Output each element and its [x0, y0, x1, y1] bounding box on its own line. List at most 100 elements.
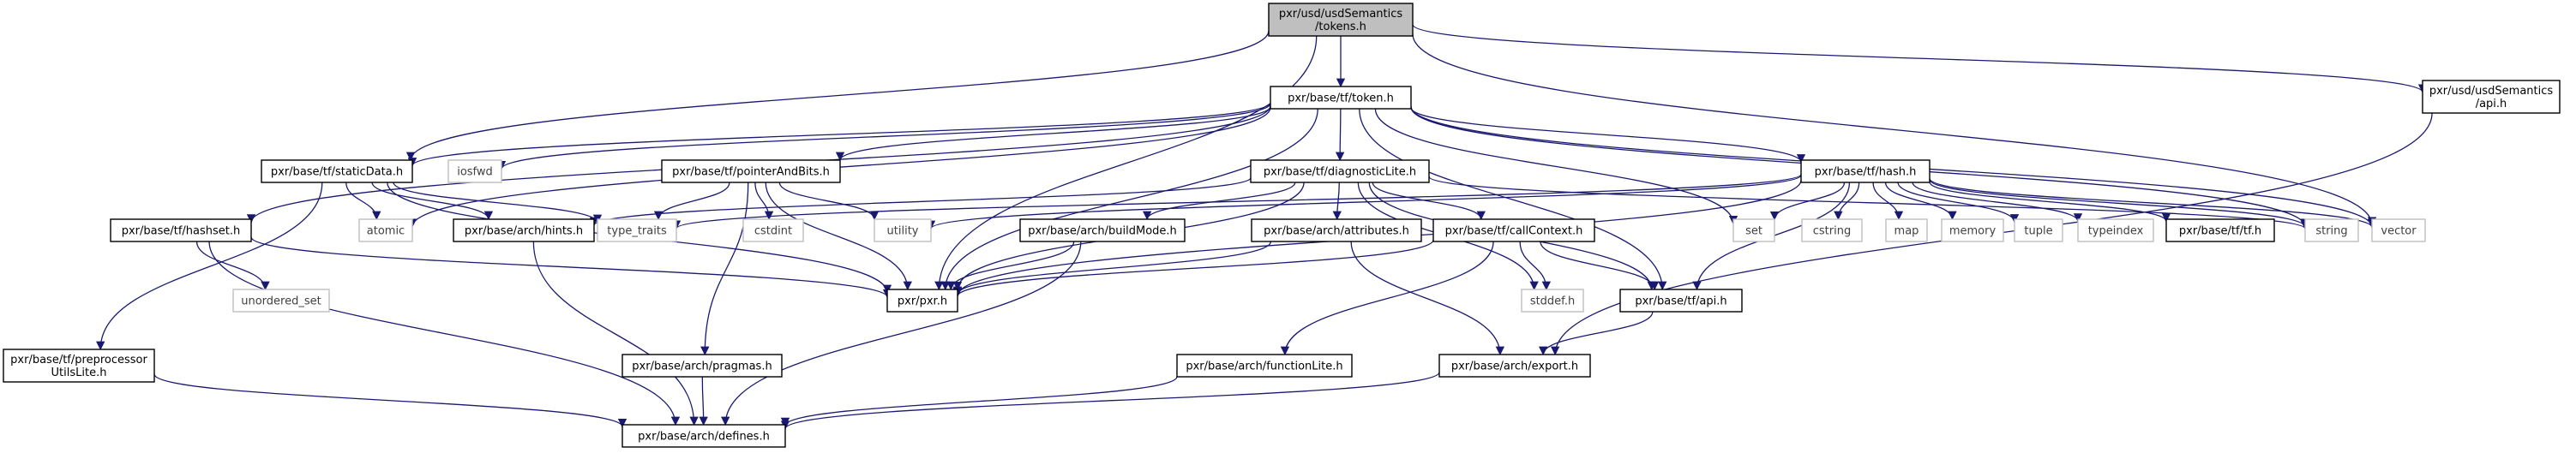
edge-hints-to-defines: [532, 241, 699, 426]
node-label-tokens-1: /tokens.h: [1315, 21, 1366, 33]
node-atomic: atomic: [358, 218, 413, 242]
edge-staticData-to-type_traits: [393, 182, 603, 224]
node-label-usdapi-1: /api.h: [2476, 98, 2507, 110]
node-utility: utility: [874, 218, 932, 242]
node-diagnosticLite[interactable]: pxr/base/tf/diagnosticLite.h: [1250, 159, 1430, 183]
node-type_traits: type_traits: [597, 218, 677, 242]
edge-token-to-tfapi: [1359, 108, 1667, 291]
edge-hash-to-typeindex: [1912, 182, 2083, 223]
node-box-functionLite: [1176, 354, 1353, 378]
node-functionLite[interactable]: pxr/base/arch/functionLite.h: [1176, 354, 1353, 378]
edge-hash-to-tf: [1929, 182, 2171, 223]
node-pragmas[interactable]: pxr/base/arch/pragmas.h: [621, 354, 783, 378]
edge-tokens-to-usdapi: [1412, 24, 2427, 93]
node-hashset[interactable]: pxr/base/tf/hashset.h: [110, 218, 252, 242]
node-tf[interactable]: pxr/base/tf/tf.h: [2165, 218, 2275, 242]
edge-callContext-to-tfapi: [1540, 241, 1660, 291]
edge-staticData-to-hints: [371, 182, 494, 221]
node-hints[interactable]: pxr/base/arch/hints.h: [453, 218, 595, 242]
node-box-atomic: [358, 218, 413, 242]
node-usdapi[interactable]: pxr/usd/usdSemantics/api.h: [2422, 80, 2561, 114]
node-box-hashset: [110, 218, 252, 242]
edge-tfapi-to-export: [1539, 311, 1654, 356]
node-hash[interactable]: pxr/base/tf/hash.h: [1800, 159, 1930, 183]
edge-hashset-to-unordered_set: [195, 241, 270, 291]
node-label-typeindex-0: typeindex: [2088, 225, 2144, 238]
edge-token-to-hash: [1410, 107, 1806, 164]
node-box-tfapi: [1619, 289, 1743, 313]
node-pointerAndBits[interactable]: pxr/base/tf/pointerAndBits.h: [661, 159, 841, 183]
edge-preprocessor-to-defines: [153, 373, 627, 428]
node-token[interactable]: pxr/base/tf/token.h: [1270, 86, 1412, 110]
node-label-pragmas-0: pxr/base/arch/pragmas.h: [632, 361, 772, 373]
edge-callContext-to-stddef: [1519, 241, 1552, 291]
node-label-defines-0: pxr/base/arch/defines.h: [638, 431, 770, 444]
node-label-preprocessor-1: UtilsLite.h: [51, 367, 107, 379]
node-tfapi[interactable]: pxr/base/tf/api.h: [1619, 289, 1743, 313]
node-box-defines: [621, 424, 786, 448]
node-vector: vector: [2371, 218, 2426, 242]
node-label-callContext-0: pxr/base/tf/callContext.h: [1445, 225, 1583, 238]
edge-diagnosticLite-to-buildMode: [1143, 182, 1296, 221]
node-label-string-0: string: [2315, 225, 2347, 238]
node-label-hints-0: pxr/base/arch/hints.h: [465, 225, 583, 238]
node-defines[interactable]: pxr/base/arch/defines.h: [621, 424, 786, 448]
node-tuple: tuple: [2014, 218, 2063, 242]
node-label-diagnosticLite-0: pxr/base/tf/diagnosticLite.h: [1264, 166, 1416, 179]
edge-pointerAndBits-to-pxr: [765, 182, 912, 291]
node-label-atomic-0: atomic: [367, 225, 405, 238]
node-label-set-0: set: [1745, 225, 1762, 238]
node-attributes[interactable]: pxr/base/arch/attributes.h: [1251, 218, 1422, 242]
node-box-cstdint: [742, 218, 804, 242]
node-unordered_set: unordered_set: [232, 289, 330, 313]
node-tokens[interactable]: pxr/usd/usdSemantics/tokens.h: [1268, 3, 1414, 37]
node-pxr[interactable]: pxr/pxr.h: [886, 289, 958, 313]
node-box-memory: [1941, 218, 2004, 242]
node-label-buildMode-0: pxr/base/arch/buildMode.h: [1028, 225, 1177, 238]
node-label-unordered_set-0: unordered_set: [241, 295, 321, 308]
edge-token-to-set: [1374, 108, 1738, 225]
edge-export-to-defines: [781, 372, 1440, 430]
edge-token-to-pxr: [940, 108, 1318, 291]
edge-token-to-pointerAndBits: [835, 105, 1271, 162]
node-buildMode[interactable]: pxr/base/arch/buildMode.h: [1019, 218, 1186, 242]
node-string: string: [2304, 218, 2359, 242]
node-box-tf: [2165, 218, 2275, 242]
edge-attributes-to-pxr: [952, 241, 1272, 296]
edge-tokens-to-pxr: [934, 35, 1318, 291]
edge-hash-to-tuple: [1897, 182, 2020, 224]
node-box-string: [2304, 218, 2359, 242]
node-callContext[interactable]: pxr/base/tf/callContext.h: [1432, 218, 1595, 242]
edge-tokens-to-staticData: [405, 30, 1270, 162]
edge-staticData-to-atomic: [345, 182, 381, 221]
node-box-usdapi: [2422, 80, 2561, 114]
node-set: set: [1732, 218, 1775, 242]
nodes: pxr/usd/usdSemantics/tokens.h pxr/base/tf…: [3, 3, 2561, 448]
edge-token-to-diagnosticLite: [1335, 108, 1345, 162]
node-box-pointerAndBits: [661, 159, 841, 183]
edge-hash-to-set: [1769, 182, 1846, 221]
node-export[interactable]: pxr/base/arch/export.h: [1438, 354, 1591, 378]
node-box-token: [1270, 86, 1412, 110]
node-box-buildMode: [1019, 218, 1186, 242]
node-label-type_traits-0: type_traits: [607, 225, 667, 238]
edge-pointerAndBits-to-type_traits: [653, 182, 730, 221]
edge-diagnosticLite-to-hints: [590, 176, 1252, 227]
node-label-vector-0: vector: [2381, 225, 2417, 238]
node-label-preprocessor-0: pxr/base/tf/preprocessor: [10, 354, 147, 367]
node-box-pxr: [886, 289, 958, 313]
node-map: map: [1885, 218, 1928, 242]
node-box-utility: [874, 218, 932, 242]
edge-hashset-to-defines: [208, 241, 681, 426]
edge-hash-to-string: [1929, 179, 2310, 229]
node-label-usdapi-0: pxr/usd/usdSemantics: [2429, 85, 2554, 98]
edge-pointerAndBits-to-pragmas: [700, 182, 749, 356]
node-box-pragmas: [621, 354, 783, 378]
node-box-unordered_set: [232, 289, 330, 313]
node-label-staticData-0: pxr/base/tf/staticData.h: [271, 166, 403, 179]
node-box-iosfwd: [447, 159, 502, 183]
node-staticData[interactable]: pxr/base/tf/staticData.h: [261, 159, 413, 183]
node-box-diagnosticLite: [1250, 159, 1430, 183]
